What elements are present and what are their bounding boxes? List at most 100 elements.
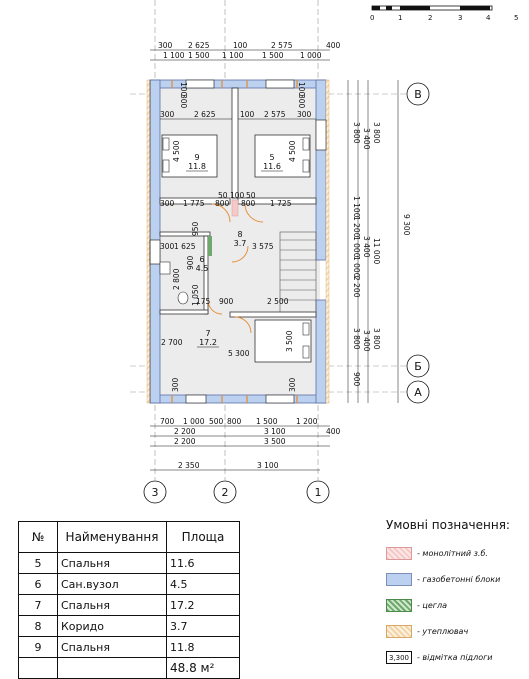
room-9-area: 11.8 bbox=[188, 162, 206, 171]
pillows bbox=[162, 137, 310, 359]
bottom-dim-3100b: 3 100 bbox=[257, 461, 279, 470]
legend: Умовні позначення: - монолітний з.б. - г… bbox=[386, 518, 526, 672]
floor-plan: 0 1 2 3 4 5 bbox=[130, 0, 518, 504]
room-8-area: 3.7 bbox=[234, 239, 247, 248]
interior-dim-1050: 1 050 bbox=[191, 284, 200, 306]
interior-dim-r9-width: 2 625 bbox=[194, 110, 216, 119]
partitions bbox=[159, 87, 317, 318]
right-dim-3400a: 3 400 bbox=[362, 128, 371, 150]
schedule-header-num: № bbox=[18, 521, 58, 553]
schedule-name: Сан.вузол bbox=[57, 573, 167, 595]
legend-item: - газобетонні блоки bbox=[386, 568, 526, 591]
table-row: 8 Коридо 3.7 bbox=[18, 615, 240, 637]
interior-dim-5300: 5 300 bbox=[228, 349, 250, 358]
bottom-dim-1000: 1 000 bbox=[183, 417, 205, 426]
room-7-area: 17.2 bbox=[199, 338, 217, 347]
interior-dim-1725: 1 725 bbox=[270, 199, 292, 208]
axis-label-1: 1 bbox=[315, 486, 322, 499]
room-8-num: 8 bbox=[237, 230, 242, 239]
room-5-area: 11.6 bbox=[263, 162, 281, 171]
interior-dim-100b: 100 bbox=[230, 191, 245, 200]
right-dim-3800b: 3 800 bbox=[352, 328, 361, 350]
room-labels: 9 11.8 5 11.6 8 3.7 6 4.5 7 17.2 bbox=[186, 153, 283, 348]
interior-dim-900h: 900 bbox=[219, 297, 234, 306]
legend-label: - монолітний з.б. bbox=[417, 549, 488, 558]
schedule-area: 4.5 bbox=[166, 573, 240, 595]
schedule-num: 6 bbox=[18, 573, 58, 595]
top-dim-2625: 2 625 bbox=[188, 41, 210, 50]
beds bbox=[161, 134, 312, 363]
scale-tick-4: 4 bbox=[486, 14, 491, 22]
bottom-dim-400: 400 bbox=[326, 427, 341, 436]
interior-dim-100: 100 bbox=[240, 110, 255, 119]
right-dimensions: 3 800 1 100 1 200 1 000 1 000 2 200 3 80… bbox=[347, 80, 411, 403]
bath-fixtures bbox=[159, 261, 189, 305]
top-dim-100: 100 bbox=[233, 41, 248, 50]
top-dim-1500a: 1 500 bbox=[188, 51, 210, 60]
schedule-header-row: № Найменування Площа bbox=[18, 521, 240, 553]
bottom-dim-2200a: 2 200 bbox=[174, 427, 196, 436]
room-schedule-table: № Найменування Площа 5 Спальня 11.6 6 Са… bbox=[18, 521, 240, 679]
schedule-num: 5 bbox=[18, 552, 58, 574]
right-dim-3400b: 3 400 bbox=[362, 236, 371, 258]
axis-label-b: Б bbox=[414, 360, 422, 373]
interior-dim-300e: 300 bbox=[171, 377, 180, 392]
legend-title: Умовні позначення: bbox=[386, 518, 510, 532]
interior-dim-3575: 3 575 bbox=[252, 242, 274, 251]
insulation-swatch bbox=[386, 625, 412, 638]
interior-dim-2700: 2 700 bbox=[161, 338, 183, 347]
interior-dim-r5-height: 4 500 bbox=[288, 140, 297, 162]
scale-tick-1: 1 bbox=[398, 14, 402, 22]
interior-dim-1625: 1 625 bbox=[174, 242, 196, 251]
table-row: 9 Спальня 11.8 bbox=[18, 636, 240, 658]
interior-dim-3500: 3 500 bbox=[285, 330, 294, 352]
room-9-num: 9 bbox=[194, 153, 199, 162]
interior-dim-300c: 300 bbox=[160, 199, 175, 208]
left-dimensions: 100 300 100 300 bbox=[149, 80, 306, 403]
bottom-dim-500: 500 bbox=[209, 417, 224, 426]
bottom-dim-3100a: 3 100 bbox=[264, 427, 286, 436]
bottom-dim-3500: 3 500 bbox=[264, 437, 286, 446]
right-dim-1100: 1 100 bbox=[352, 196, 361, 218]
interior-dim-50b: 50 bbox=[246, 191, 256, 200]
axis-bubbles bbox=[143, 82, 430, 504]
schedule-area: 11.8 bbox=[166, 636, 240, 658]
bottom-dimensions: 700 1 000 500 800 1 500 1 200 2 200 3 10… bbox=[150, 417, 341, 471]
left-dim-300a: 300 bbox=[179, 94, 188, 109]
left-dim-300b: 300 bbox=[297, 94, 306, 109]
stairs bbox=[279, 231, 317, 313]
legend-item: - утеплювач bbox=[386, 620, 526, 643]
interior-dim-2500: 2 500 bbox=[267, 297, 289, 306]
schedule-area: 17.2 bbox=[166, 594, 240, 616]
schedule-area: 3.7 bbox=[166, 615, 240, 637]
right-dim-11000: 11 000 bbox=[372, 238, 381, 264]
right-dim-3800d: 3 800 bbox=[372, 328, 381, 350]
schedule-header-area: Площа bbox=[166, 521, 240, 553]
interior-dim-2800: 2 800 bbox=[172, 268, 181, 290]
windows bbox=[149, 79, 327, 404]
interior-dim-800a: 800 bbox=[215, 199, 230, 208]
scale-bar: 0 1 2 3 4 5 bbox=[370, 5, 518, 22]
schedule-total-empty-b bbox=[57, 657, 167, 679]
schedule-total: 48.8 м² bbox=[166, 657, 240, 679]
interior-dim-300d: 300 bbox=[160, 242, 175, 251]
right-dim-3400c: 3 400 bbox=[362, 330, 371, 352]
schedule-name: Спальня bbox=[57, 552, 167, 574]
bottom-dim-800: 800 bbox=[227, 417, 242, 426]
schedule-area: 11.6 bbox=[166, 552, 240, 574]
schedule-num: 9 bbox=[18, 636, 58, 658]
right-dim-1200: 1 200 bbox=[352, 216, 361, 238]
schedule-name: Спальня bbox=[57, 594, 167, 616]
interior-dim-1775: 1 775 bbox=[183, 199, 205, 208]
room-6-num: 6 bbox=[199, 255, 204, 264]
top-dim-1500b: 1 500 bbox=[262, 51, 284, 60]
axis-label-v: В bbox=[414, 88, 422, 101]
top-dim-300: 300 bbox=[158, 41, 173, 50]
window-marks bbox=[171, 80, 298, 403]
top-dim-2575: 2 575 bbox=[271, 41, 293, 50]
floor-level-mark: 3,300 bbox=[386, 651, 412, 664]
schedule-header-name: Найменування bbox=[57, 521, 167, 553]
room-6-area: 4.5 bbox=[196, 264, 209, 273]
scale-tick-5: 5 bbox=[514, 14, 518, 22]
interior-dim-950: 950 bbox=[191, 221, 200, 236]
